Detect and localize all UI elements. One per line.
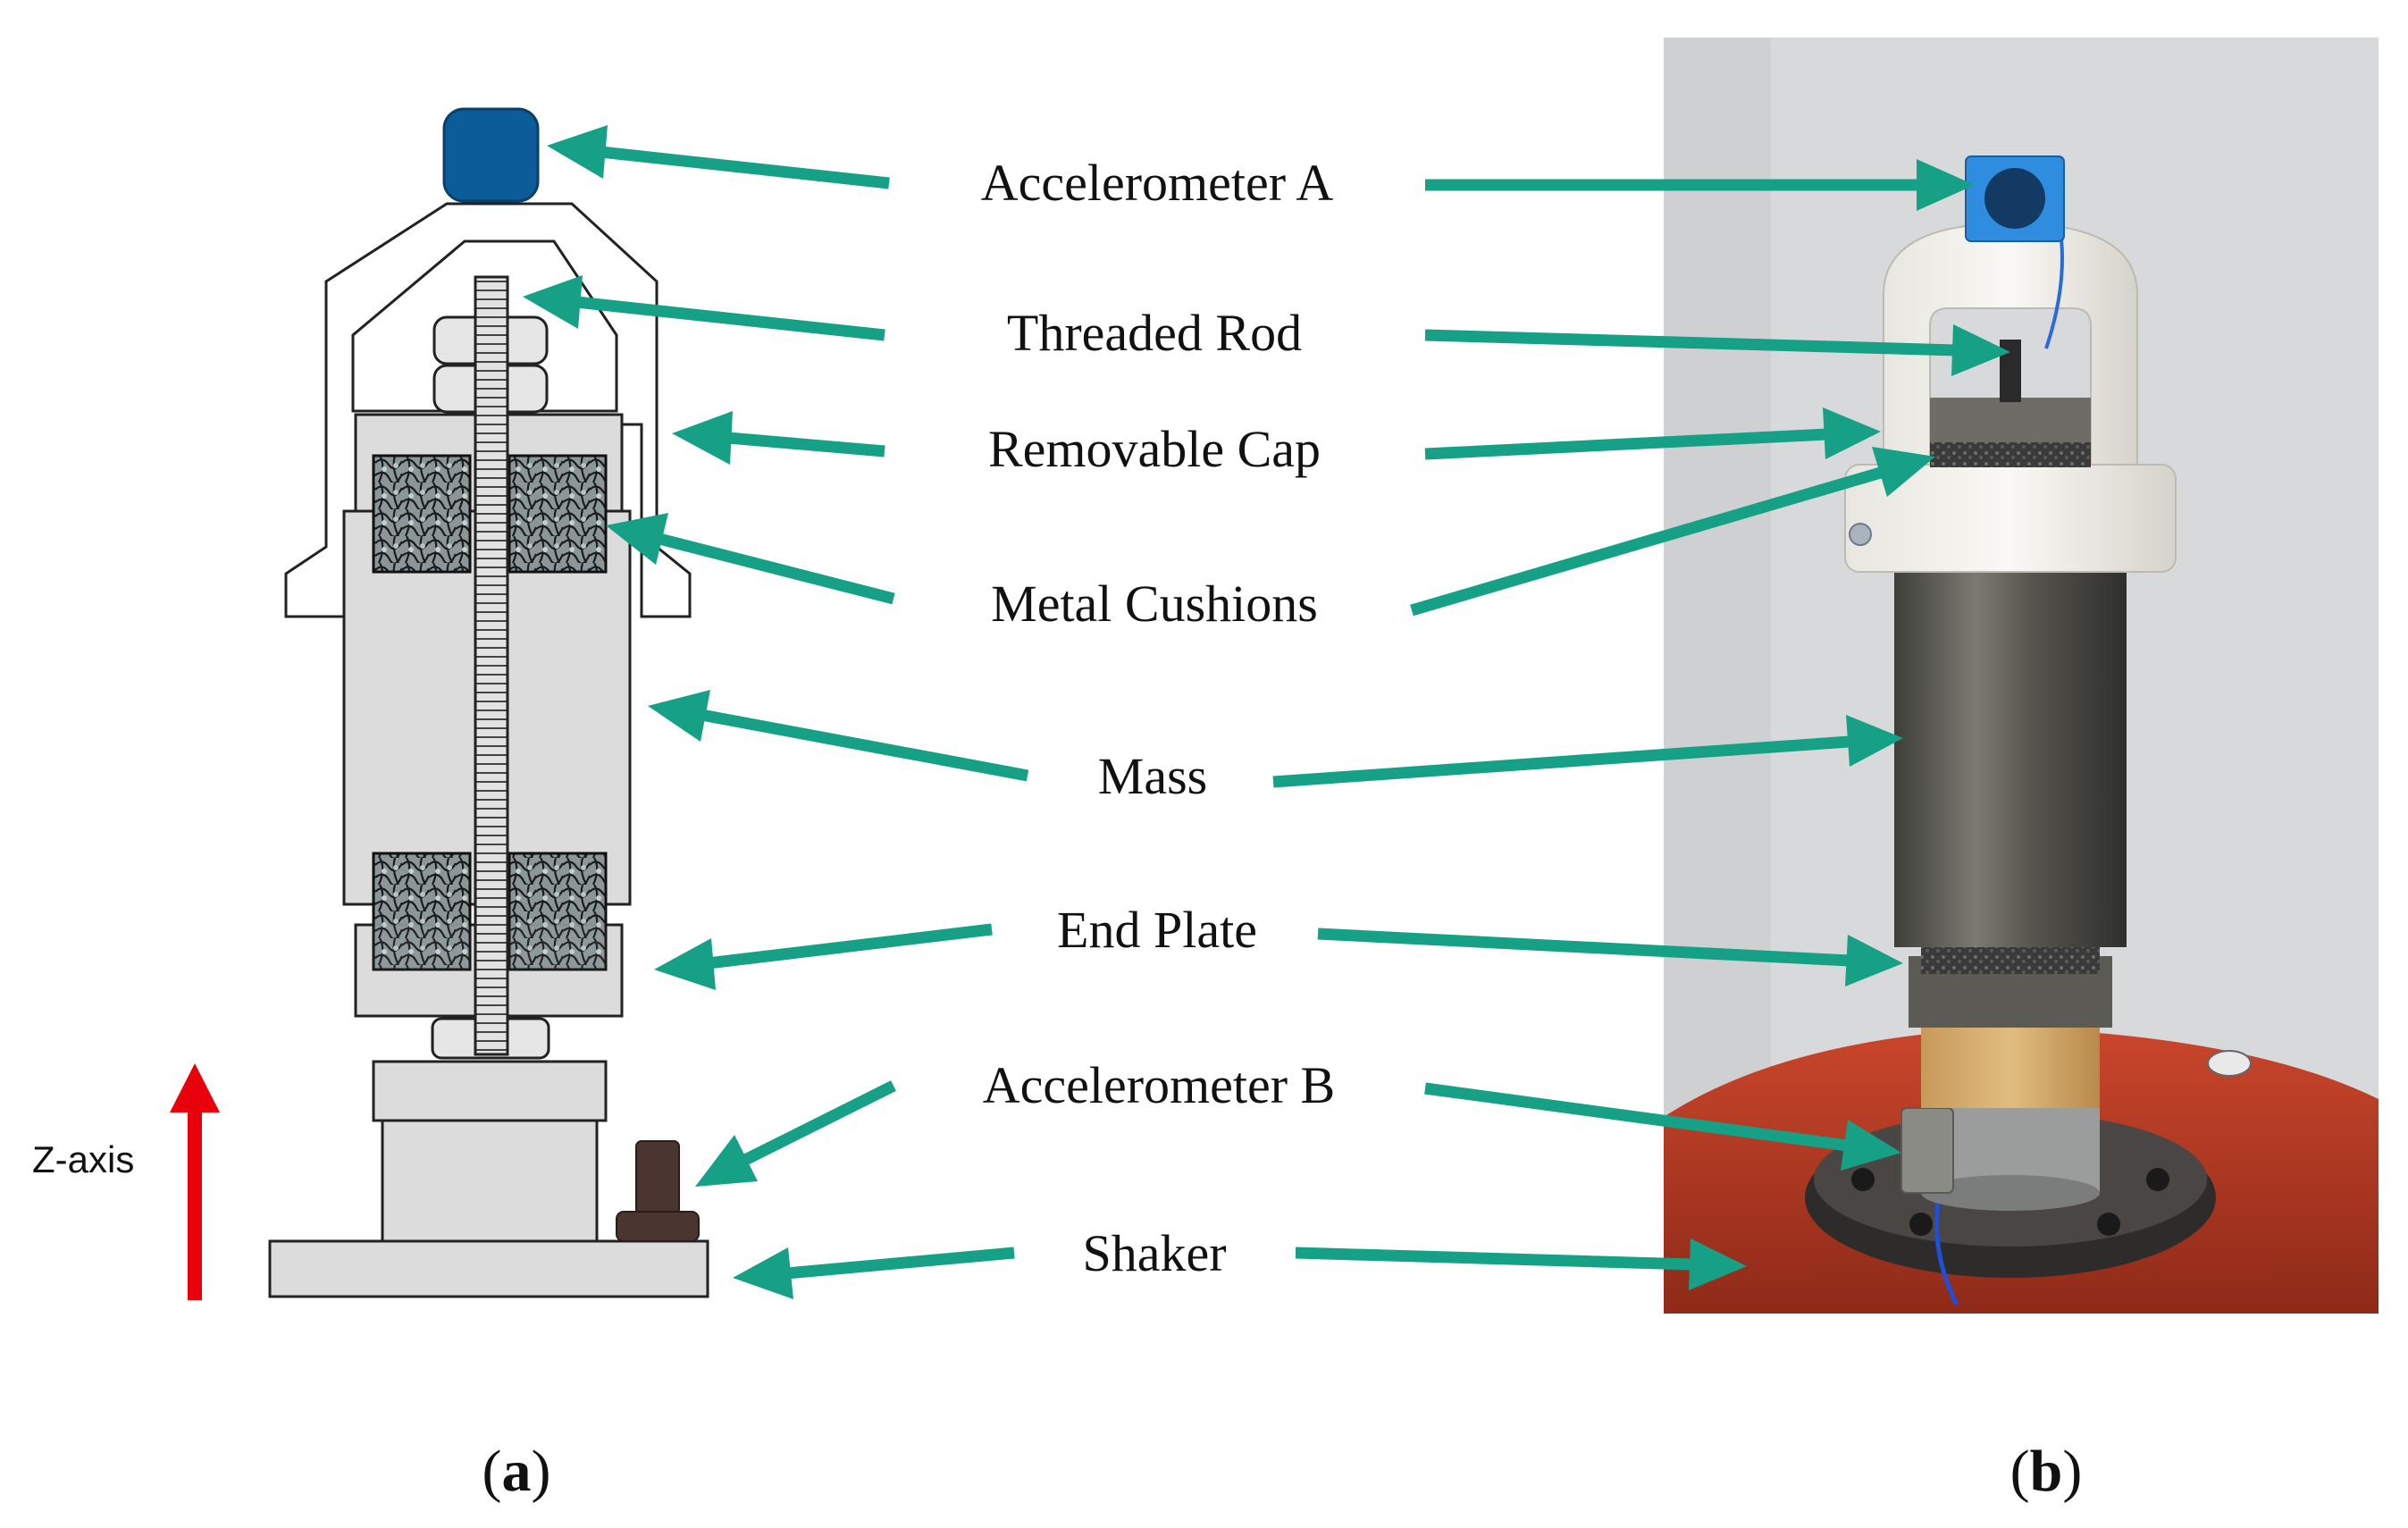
photo-mass	[1894, 572, 2127, 947]
arrow-end-plate-right-head	[1845, 935, 1903, 986]
flange-hole-2	[2146, 1168, 2169, 1191]
arrow-removable-cap-right-head	[1823, 407, 1881, 459]
arrow-mass-left	[700, 709, 1029, 782]
label-threaded-rod: Threaded Rod	[1007, 304, 1302, 362]
accelerometer-b-base	[616, 1211, 700, 1242]
arrow-mass-right	[1272, 735, 1850, 788]
arrow-removable-cap-left-head	[672, 411, 733, 465]
flange-hole-4	[2097, 1213, 2120, 1236]
arrow-accelerometer-b-right-head	[1841, 1120, 1901, 1171]
photograph	[1664, 38, 2379, 1314]
photo-cork-pad	[1921, 1028, 2100, 1108]
mount-column	[381, 1119, 599, 1243]
label-accelerometer-b: Accelerometer B	[983, 1056, 1336, 1114]
label-mass: Mass	[1098, 747, 1207, 805]
schematic-drawing: Z-axis	[32, 107, 709, 1300]
panel-label-a: (a)	[482, 1439, 551, 1504]
shaker-highlight	[2207, 1050, 2252, 1077]
panel-label-b: (b)	[2010, 1439, 2083, 1504]
arrow-metal-cushions-right	[1410, 466, 1885, 617]
mount-collar	[372, 1060, 608, 1122]
callout-labels: Accelerometer A Threaded Rod Removable C…	[981, 154, 1336, 1282]
flange-hole-3	[1909, 1213, 1933, 1236]
accelerometer-a-shape	[442, 107, 540, 203]
accelerometer-b-cable	[1934, 1196, 1959, 1306]
arrow-end-plate-left-head	[654, 938, 716, 990]
z-axis-arrow-head	[170, 1063, 220, 1112]
threaded-rod-shape	[474, 275, 509, 1056]
arrow-accelerometer-a-left	[600, 146, 890, 189]
lower-cushion-left-front	[372, 852, 472, 971]
arrow-end-plate-right	[1317, 928, 1850, 967]
arrow-end-plate-left	[707, 923, 993, 970]
arrow-shaker-right	[1295, 1247, 1694, 1271]
label-accelerometer-a: Accelerometer A	[981, 154, 1334, 212]
arrow-accelerometer-a-right-head	[1917, 159, 1975, 211]
arrow-removable-cap-right	[1424, 428, 1828, 460]
lower-cushion-right-front	[508, 852, 608, 971]
arrow-mass-left-head	[648, 690, 710, 742]
arrow-removable-cap-left	[727, 432, 885, 458]
label-shaker: Shaker	[1082, 1224, 1226, 1282]
arrow-metal-cushions-right-head	[1872, 447, 1935, 497]
label-metal-cushions: Metal Cushions	[991, 575, 1318, 633]
upper-cushion-right	[508, 454, 608, 574]
label-end-plate: End Plate	[1057, 901, 1257, 959]
photo-mount-column-base	[1921, 1175, 2100, 1211]
photo-accelerometer-b	[1900, 1107, 1954, 1194]
arrow-accelerometer-b-left-head	[695, 1135, 758, 1187]
callout-arrows	[523, 125, 2010, 1299]
shaker-base-shape	[268, 1239, 709, 1298]
arrow-shaker-right-head	[1689, 1238, 1747, 1290]
arrow-shaker-left	[785, 1247, 1015, 1280]
arrow-threaded-rod-left-head	[523, 275, 583, 329]
photo-accelerometer-a-face	[1984, 168, 2045, 229]
z-axis-label: Z-axis	[32, 1138, 134, 1180]
arrow-metal-cushions-left-head	[606, 513, 668, 565]
arrow-accelerometer-b-left	[739, 1080, 896, 1167]
arrow-shaker-left-head	[733, 1247, 793, 1299]
arrow-mass-right-head	[1846, 715, 1903, 767]
arrow-metal-cushions-left	[658, 533, 895, 605]
photo-end-plate-ring	[1921, 947, 2100, 974]
accelerometer-b-shape	[635, 1140, 680, 1215]
arrow-threaded-rod-left	[575, 296, 885, 341]
photo-top-cushion	[1930, 442, 2091, 467]
arrow-accelerometer-b-right	[1424, 1082, 1849, 1152]
photo-cap-screw	[1849, 523, 1872, 546]
arrow-threaded-rod-right	[1424, 329, 1958, 357]
upper-cushion-left	[372, 454, 472, 574]
flange-hole-1	[1851, 1168, 1875, 1191]
arrow-accelerometer-a-left-head	[547, 125, 608, 179]
photo-cap-yoke	[1883, 222, 2138, 466]
arrow-threaded-rod-right-head	[1951, 324, 2010, 376]
label-removable-cap: Removable Cap	[988, 420, 1321, 478]
